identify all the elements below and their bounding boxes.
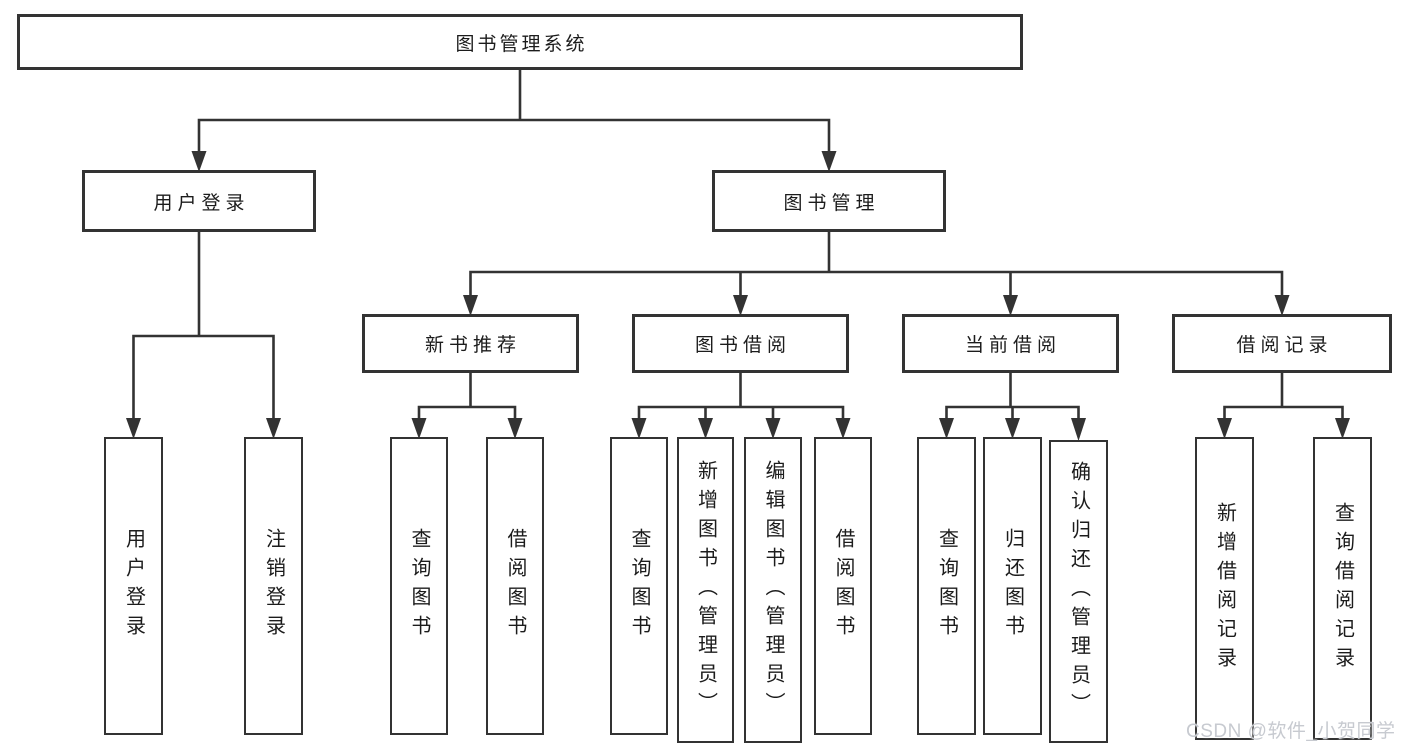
- arrow-down-icon: [835, 418, 851, 439]
- arrow-down-icon: [1335, 418, 1350, 439]
- arrow-down-icon: [631, 418, 647, 439]
- arrow-down-icon: [411, 418, 427, 439]
- node-current-borrowing: 当前借阅: [902, 314, 1119, 373]
- arrow-down-icon: [698, 418, 713, 439]
- leaf-add-borrow-record: 新增借阅记录: [1195, 437, 1254, 740]
- csdn-watermark: CSDN @软件_小贺同学: [1186, 721, 1396, 742]
- arrow-down-icon: [765, 418, 781, 439]
- leaf-borrow-books: 借阅图书: [814, 437, 872, 735]
- leaf-label: 新增借阅记录: [1213, 501, 1236, 676]
- node-book-management: 图书管理: [712, 170, 946, 232]
- arrow-down-icon: [1005, 418, 1020, 439]
- arrow-down-icon: [733, 295, 748, 316]
- arrow-down-icon: [266, 418, 281, 439]
- node-borrowing-records: 借阅记录: [1172, 314, 1392, 373]
- leaf-label: 查询图书: [628, 528, 650, 644]
- leaf-add-books-admin: 新增图书（管理员）: [677, 437, 734, 743]
- node-label: 新书推荐: [424, 335, 521, 356]
- arrow-down-icon: [507, 418, 523, 439]
- arrow-down-icon: [1071, 418, 1086, 441]
- arrow-down-icon: [939, 418, 954, 439]
- leaf-label: 查询借阅记录: [1331, 501, 1354, 676]
- leaf-borrow-books-recommend: 借阅图书: [486, 437, 544, 735]
- leaf-label: 用户登录: [122, 528, 145, 644]
- leaf-query-books-recommend: 查询图书: [390, 437, 448, 735]
- leaf-label: 借阅图书: [504, 528, 526, 644]
- node-label: 图书管理: [783, 192, 880, 214]
- leaf-confirm-return-admin: 确认归还（管理员）: [1049, 440, 1108, 743]
- arrow-down-icon: [1217, 418, 1232, 439]
- node-book-borrowing: 图书借阅: [632, 314, 849, 373]
- leaf-return-books: 归还图书: [983, 437, 1042, 735]
- arrow-down-icon: [463, 295, 478, 316]
- connector-lines: [132, 70, 1344, 422]
- leaf-edit-books-admin: 编辑图书（管理员）: [744, 437, 802, 743]
- leaf-query-books-current: 查询图书: [917, 437, 976, 735]
- node-library-management-system: 图书管理系统: [17, 14, 1023, 70]
- node-user-login: 用户登录: [82, 170, 316, 232]
- arrow-down-icon: [821, 151, 837, 172]
- leaf-query-borrow-record: 查询借阅记录: [1313, 437, 1372, 740]
- arrow-down-icon: [126, 418, 141, 439]
- node-label: 图书借阅: [694, 335, 791, 356]
- leaf-label: 确认归还（管理员）: [1067, 461, 1090, 722]
- node-label: 用户登录: [153, 192, 250, 214]
- leaf-label: 注销登录: [262, 528, 285, 644]
- arrow-down-icon: [191, 151, 207, 172]
- leaf-user-login: 用户登录: [104, 437, 163, 735]
- arrowhead-icons: [126, 151, 1350, 441]
- leaf-label: 查询图书: [408, 528, 430, 644]
- leaf-label: 新增图书（管理员）: [694, 459, 717, 721]
- node-label: 借阅记录: [1236, 335, 1333, 356]
- arrow-down-icon: [1003, 295, 1018, 316]
- leaf-label: 归还图书: [1001, 528, 1024, 644]
- leaf-logout: 注销登录: [244, 437, 303, 735]
- node-new-book-recommendation: 新书推荐: [362, 314, 579, 373]
- leaf-label: 借阅图书: [832, 528, 854, 644]
- node-label: 图书管理系统: [455, 33, 588, 55]
- leaf-query-books-borrow: 查询图书: [610, 437, 668, 735]
- arrow-down-icon: [1274, 295, 1290, 316]
- node-label: 当前借阅: [964, 335, 1061, 356]
- leaf-label: 查询图书: [935, 528, 958, 644]
- leaf-label: 编辑图书（管理员）: [762, 459, 784, 721]
